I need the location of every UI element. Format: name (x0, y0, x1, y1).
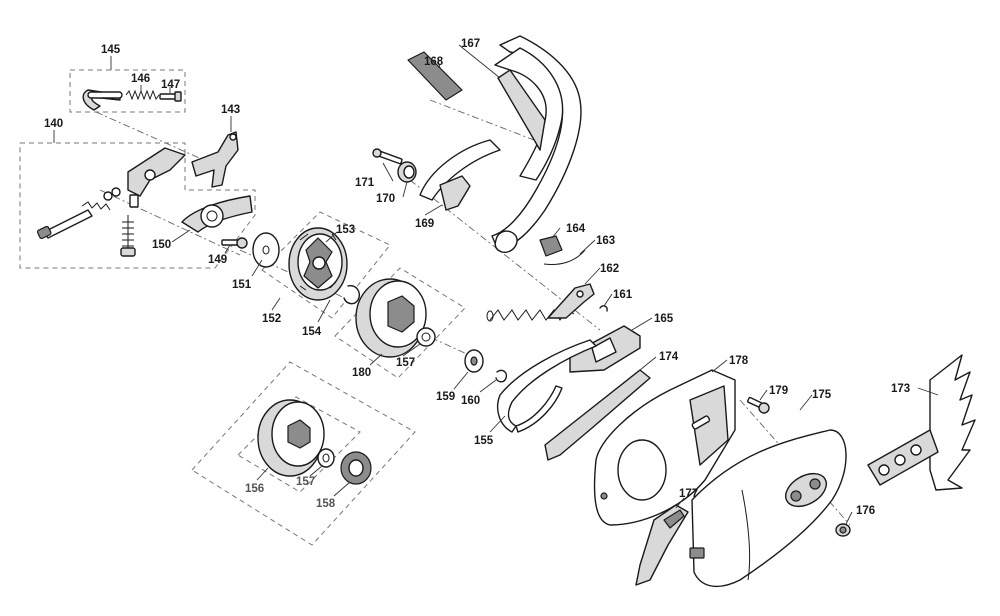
worm-gear-150 (181, 195, 253, 233)
callout-147: 147 (161, 79, 180, 91)
leader-lines (53, 44, 939, 525)
spring-wire-163 (543, 249, 586, 265)
group-box-140 (19, 142, 256, 269)
callout-140: 140 (44, 118, 63, 130)
rim-158 (340, 451, 372, 485)
callout-173: 173 (891, 383, 910, 395)
callout-175: 175 (812, 389, 832, 401)
callout-164: 164 (566, 223, 586, 235)
guide-plate-178 (593, 369, 736, 526)
callout-168: 168 (424, 56, 444, 68)
callout-174: 174 (659, 351, 679, 363)
callout-178: 178 (729, 355, 749, 367)
screw-171 (372, 148, 403, 165)
callout-143: 143 (221, 104, 240, 116)
bearing-157 (317, 448, 335, 468)
rim-drum-156 (257, 399, 325, 477)
callout-161: 161 (613, 289, 633, 301)
callout-176: 176 (856, 505, 875, 517)
group-box-180 (334, 267, 466, 379)
clutch-drum-180 (355, 278, 436, 358)
spacer-170 (397, 161, 417, 183)
bumper-spike-173 (867, 354, 976, 491)
callout-156: 156 (245, 483, 264, 495)
callout-149: 149 (208, 254, 227, 266)
oil-hose-145 (82, 89, 123, 111)
callout-179: 179 (769, 385, 788, 397)
callout-177: 177 (679, 488, 698, 500)
callout-labels: 145 146 147 140 143 150 149 151 152 153 … (44, 38, 910, 517)
grip-label-168 (407, 51, 463, 101)
callout-180: 180 (352, 367, 371, 379)
callout-146: 146 (131, 73, 150, 85)
callout-158: 158 (316, 498, 336, 510)
nut-176 (835, 523, 851, 537)
callout-162: 162 (600, 263, 619, 275)
callout-170: 170 (376, 193, 395, 205)
callout-167: 167 (461, 38, 480, 50)
front-handle-167 (419, 35, 582, 253)
callout-157b: 157 (296, 476, 315, 488)
pin-161 (599, 305, 608, 312)
plug-164 (539, 235, 563, 257)
bracket-169 (439, 175, 471, 211)
callout-150: 150 (152, 239, 171, 251)
callout-160: 160 (461, 395, 480, 407)
callout-157a: 157 (396, 357, 415, 369)
callout-151: 151 (232, 279, 252, 291)
callout-145: 145 (101, 44, 121, 56)
brake-band-155 (496, 339, 597, 433)
callout-154: 154 (302, 326, 322, 338)
callout-163: 163 (596, 235, 615, 247)
adjust-screw-140 (120, 215, 136, 257)
washer-159 (464, 349, 484, 373)
lever-162 (547, 283, 595, 319)
sprocket-cover-175 (689, 429, 847, 588)
group-box-145 (69, 69, 186, 113)
screw-149 (221, 237, 248, 249)
pad-165 (569, 325, 641, 373)
callout-155: 155 (474, 435, 494, 447)
screw-147 (159, 91, 182, 102)
washer-151 (252, 232, 280, 268)
group-box-153 (261, 211, 391, 319)
bracket-143 (191, 131, 239, 188)
callout-171: 171 (355, 177, 375, 189)
clip-160 (495, 369, 508, 383)
oil-pump-140 (81, 147, 186, 211)
clutch-153 (288, 227, 348, 301)
callout-152: 152 (262, 313, 281, 325)
callout-159: 159 (436, 391, 455, 403)
spring-brake (486, 309, 575, 322)
callout-165: 165 (654, 313, 674, 325)
callout-153: 153 (336, 224, 355, 236)
circlip-154 (343, 285, 360, 305)
callout-169: 169 (415, 218, 434, 230)
screw-179 (747, 396, 770, 414)
pin-140 (36, 209, 93, 240)
spring-146 (125, 89, 160, 101)
